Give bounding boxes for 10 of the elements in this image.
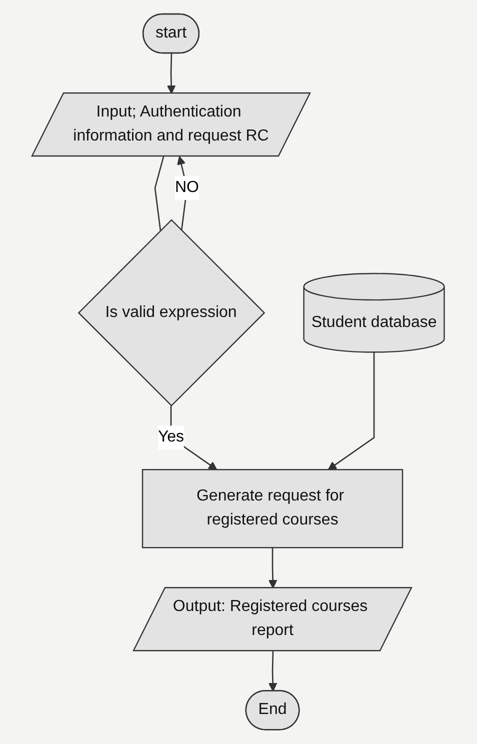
arrow: [268, 548, 278, 589]
arrow: [328, 352, 376, 470]
arrow: [177, 156, 188, 231]
node-diamond: Is valid expression: [78, 219, 266, 407]
arrow: [268, 651, 278, 692]
connector: [154, 156, 165, 231]
arrow: [167, 54, 176, 94]
edge-label: Yes: [158, 428, 184, 446]
edge-label: NO: [175, 179, 200, 196]
node-box: Generate request for registered courses: [142, 469, 404, 548]
